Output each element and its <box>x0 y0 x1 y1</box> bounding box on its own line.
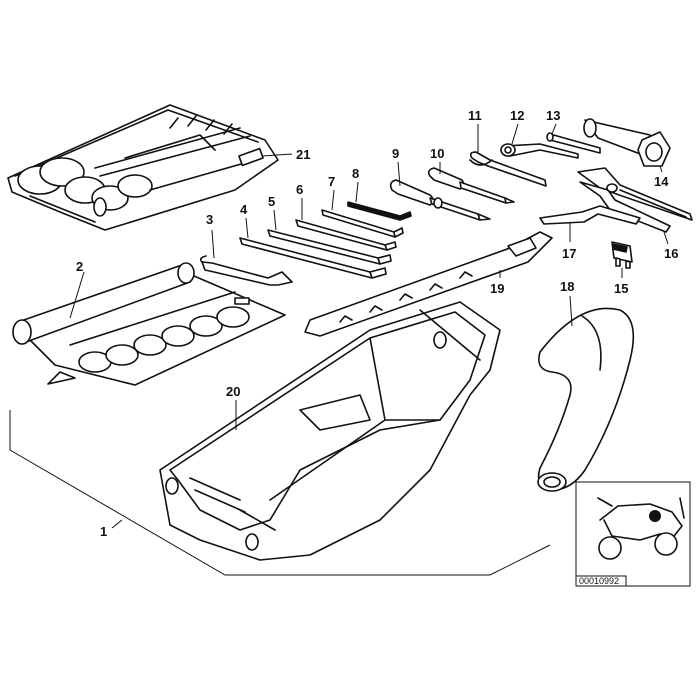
callout-13: 13 <box>546 108 560 123</box>
callout-11: 11 <box>468 108 482 123</box>
leader-12 <box>511 123 519 145</box>
callout-10: 10 <box>430 146 444 161</box>
screwdriver-10 <box>427 167 515 204</box>
callout-9: 9 <box>392 146 399 161</box>
leader-4 <box>245 217 249 239</box>
thumbnail-code: 00010992 <box>579 576 619 586</box>
callout-4: 4 <box>240 202 248 217</box>
callout-17: 17 <box>562 246 576 261</box>
leader-1 <box>111 519 123 529</box>
callout-15: 15 <box>614 281 628 296</box>
leader-21 <box>261 153 293 157</box>
leader-14 <box>659 165 663 173</box>
wrench-3 <box>199 255 293 286</box>
leader-2 <box>69 271 85 319</box>
callout-12: 12 <box>510 108 524 123</box>
hex-key-5 <box>267 229 392 265</box>
hook-spanner-11 <box>469 151 547 187</box>
callout-6: 6 <box>296 182 303 197</box>
leader-9 <box>397 161 401 187</box>
callout-20: 20 <box>226 384 240 399</box>
leader-18 <box>569 295 573 327</box>
tray-20 <box>159 301 501 561</box>
set-bracket-1 <box>9 410 551 576</box>
callout-3: 3 <box>206 212 213 227</box>
fuse-15 <box>611 241 633 269</box>
motorcycle-icon <box>597 497 685 560</box>
callout-8: 8 <box>352 166 359 181</box>
box-wrench-12 <box>500 143 579 159</box>
callout-7: 7 <box>328 174 335 189</box>
highlight-dot <box>649 510 661 522</box>
hex-key-8 <box>347 201 412 221</box>
leader-5 <box>273 209 277 231</box>
pliers-16 <box>577 167 693 233</box>
pin-13 <box>546 132 601 154</box>
callout-19: 19 <box>490 281 504 296</box>
screwdriver-9 <box>389 179 491 221</box>
callout-5: 5 <box>268 194 275 209</box>
hex-key-7 <box>321 209 404 238</box>
leader-7 <box>331 189 335 211</box>
callout-1: 1 <box>100 524 107 539</box>
callout-2: 2 <box>76 259 83 274</box>
hex-key-4 <box>239 237 387 279</box>
leader-13 <box>551 123 557 135</box>
bracket-17 <box>539 205 641 225</box>
hex-key-6 <box>295 219 397 251</box>
tool-roll-empty-2 <box>12 262 286 386</box>
callout-18: 18 <box>560 279 574 294</box>
socket-wrench-14 <box>583 118 671 167</box>
callout-14: 14 <box>654 174 669 189</box>
lever-19 <box>304 231 553 337</box>
leader-8 <box>355 181 359 203</box>
leader-3 <box>211 229 215 259</box>
tool-roll-filled-21 <box>7 104 279 231</box>
leader-16 <box>663 231 669 245</box>
motorcycle-thumbnail: 00010992 <box>575 481 691 587</box>
callout-16: 16 <box>664 246 678 261</box>
callout-21: 21 <box>296 147 310 162</box>
hose-18 <box>537 307 635 492</box>
